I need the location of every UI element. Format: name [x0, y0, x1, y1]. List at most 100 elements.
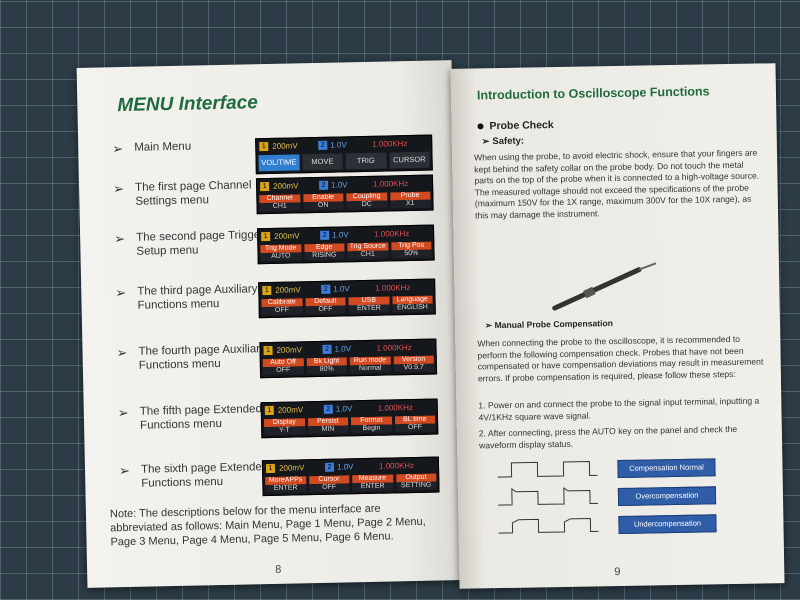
menu-row: ➢ The first page Channel Settings menu 1…: [113, 174, 449, 221]
menu-setting-button: Language ENGLISH: [391, 295, 433, 313]
menu-rows: ➢ Main Menu 1 200mV 2 1.0V 1.000KHz VOL/…: [77, 60, 452, 497]
menu-setting-button: Channel CH1: [259, 194, 301, 212]
oscilloscope-screen: 1 200mV 2 1.0V 1.000KHz MoreAPPs ENTER C…: [261, 456, 440, 497]
ch1-badge: 1: [259, 141, 269, 152]
oscilloscope-screen: 1 200mV 2 1.0V 1.000KHz Channel CH1 Enab…: [255, 174, 434, 215]
safety-paragraph: When using the probe, to avoid electric …: [473, 147, 760, 220]
ch2-badge: 2: [323, 404, 333, 414]
menu-interface-title: MENU Interface: [117, 92, 259, 117]
arrow-icon: ➢: [117, 404, 129, 421]
frequency-readout: 1.000KHz: [377, 403, 414, 413]
ch2-scale: 1.0V: [330, 140, 347, 150]
setting-value: SETTING: [395, 481, 437, 491]
arrow-icon: ➢: [116, 344, 128, 361]
setting-value: CH1: [259, 202, 301, 212]
arrow-icon: ➢: [481, 136, 493, 148]
ch1-badge: 1: [260, 181, 270, 192]
ch1-scale: 200mV: [272, 141, 298, 151]
setting-value: CH1: [347, 250, 389, 260]
oscilloscope-functions-title: Introduction to Oscilloscope Functions: [476, 84, 710, 103]
setting-value: ENTER: [265, 484, 307, 494]
frequency-readout: 1.000KHz: [374, 229, 410, 239]
ch1-scale: 200mV: [277, 405, 304, 415]
setting-value: Normal: [349, 364, 391, 374]
left-page: MENU Interface ➢ Main Menu 1 200mV 2 1.0…: [76, 60, 463, 588]
ch2-badge: 2: [324, 462, 335, 472]
menu-setting-button: Version V0.9.7: [393, 355, 435, 373]
ch1-badge: 1: [264, 405, 274, 416]
menu-setting-button: MoreAPPs ENTER: [265, 476, 307, 494]
menu-setting-button: Trig Pos 50%: [390, 241, 432, 259]
menu-row: ➢ The sixth page Extended Functions menu…: [119, 456, 455, 503]
setting-value: 80%: [306, 365, 348, 375]
setting-value: OFF: [262, 366, 304, 376]
menu-setting-button: Auto Off OFF: [262, 358, 304, 376]
setting-value: RISING: [304, 251, 345, 261]
menu-setting-button: Cursor OFF: [308, 475, 350, 493]
ch1-badge: 1: [261, 231, 271, 242]
main-menu-button: VOL/TIME: [258, 154, 300, 172]
oscilloscope-screen: 1 200mV 2 1.0V 1.000KHz Trig Mode AUTO E…: [256, 224, 435, 265]
oscilloscope-screen: 1 200mV 2 1.0V 1.000KHz Display Y-T Pers…: [260, 398, 439, 439]
softkey-bar: Display Y-T Persist MIN Format Begin BL …: [263, 415, 436, 436]
right-page: Introduction to Oscilloscope Functions P…: [450, 63, 785, 589]
menu-setting-button: Enable ON: [302, 193, 344, 211]
oscilloscope-screen: 1 200mV 2 1.0V 1.000KHz Calibrate OFF De…: [258, 278, 436, 319]
menu-setting-button: USB ENTER: [348, 296, 390, 314]
status-bar: 1 200mV 2 1.0V 1.000KHz: [259, 282, 434, 298]
menu-row: ➢ Main Menu 1 200mV 2 1.0V 1.000KHz VOL/…: [112, 134, 448, 181]
main-menu-button: TRIG: [345, 152, 387, 170]
softkey-bar: Channel CH1 Enable ON Coupling DC Probe …: [259, 191, 431, 212]
menu-setting-button: Calibrate OFF: [261, 298, 303, 316]
status-bar: 1 200mV 2 1.0V 1.000KHz: [257, 178, 432, 194]
page-number-left: 8: [275, 563, 282, 576]
softkey-bar: Auto Off OFF Bk Light 80% Run mode Norma…: [262, 355, 435, 376]
setting-value: AUTO: [260, 252, 302, 262]
arrow-icon: ➢: [484, 320, 495, 331]
ch2-badge: 2: [319, 180, 329, 190]
menu-setting-button: BL time OFF: [394, 415, 436, 433]
setting-value: V0.9.7: [393, 363, 435, 373]
page-number-right: 9: [614, 565, 621, 579]
compensation-normal-label: Compensation Normal: [617, 458, 716, 479]
manual-compensation-heading: ➢ Manual Probe Compensation: [484, 318, 614, 331]
setting-value: DC: [346, 200, 388, 210]
setting-value: OFF: [261, 306, 303, 316]
frequency-readout: 1.000KHz: [372, 139, 408, 149]
setting-value: ENTER: [348, 304, 390, 314]
ch1-scale: 200mV: [278, 463, 305, 473]
menu-setting-button: Default OFF: [304, 297, 346, 315]
ch2-scale: 1.0V: [333, 284, 350, 294]
setting-value: OFF: [394, 423, 436, 433]
ch2-scale: 1.0V: [335, 404, 353, 414]
setting-value: ENGLISH: [392, 303, 433, 313]
softkey-bar: MoreAPPs ENTER Cursor OFF Measure ENTER …: [265, 473, 437, 494]
menu-setting-button: Persist MIN: [307, 417, 349, 435]
ch2-badge: 2: [320, 230, 330, 240]
overcompensation-label: Overcompensation: [617, 486, 717, 507]
overcompensation-wave-icon: [498, 486, 599, 506]
status-bar: 1 200mV 2 1.0V 1.000KHz: [256, 138, 431, 154]
menu-row-label: The fourth page Auxiliary Functions menu: [138, 343, 266, 372]
status-bar: 1 200mV 2 1.0V 1.000KHz: [263, 460, 438, 476]
ch2-badge: 2: [321, 284, 331, 294]
setting-value: MIN: [307, 425, 349, 435]
menu-row: ➢ The fifth page Extended Functions menu…: [118, 398, 454, 445]
safety-heading: ➢ Safety:: [481, 135, 525, 148]
setting-value: OFF: [305, 305, 346, 315]
arrow-icon: ➢: [118, 462, 131, 479]
step-one: 1. Power on and connect the probe to the…: [478, 395, 760, 422]
menu-note: Note: The descriptions below for the men…: [109, 502, 426, 549]
ch2-badge: 2: [318, 140, 328, 150]
frequency-readout: 1.000KHz: [373, 179, 409, 189]
menu-row-label: Main Menu: [134, 140, 192, 154]
normal-wave-icon: [497, 461, 598, 478]
status-bar: 1 200mV 2 1.0V 1.000KHz: [258, 228, 433, 244]
menu-row-label: The fifth page Extended Functions menu: [139, 403, 263, 432]
menu-setting-button: Bk Light 80%: [306, 357, 348, 375]
menu-row: ➢ The second page Trigger Setup menu 1 2…: [114, 224, 450, 271]
menu-row: ➢ The fourth page Auxiliary Functions me…: [116, 338, 452, 385]
probe-check-heading: Probe Check: [477, 119, 554, 132]
setting-value: ENTER: [352, 482, 394, 492]
